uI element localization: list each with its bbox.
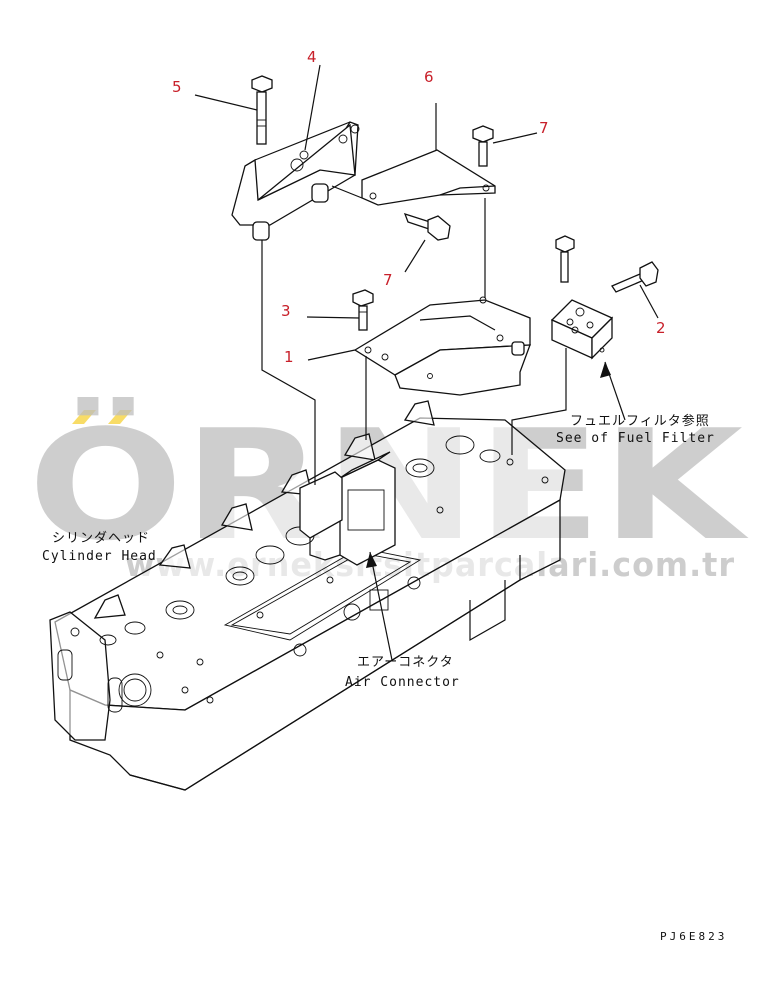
air-connector-label-en: Air Connector — [345, 675, 460, 690]
callout-4: 4 — [307, 48, 317, 66]
bolt-part-7-upper — [472, 125, 494, 167]
callout-7-lower: 7 — [383, 271, 393, 289]
callout-6: 6 — [424, 68, 434, 86]
bracket-part-1 — [353, 296, 531, 396]
watermark-accent-right — [108, 410, 132, 424]
callouts: 5 4 6 7 7 3 1 2 — [172, 48, 666, 366]
fuel-filter-label-jp: フュエルフィルタ参照 — [570, 413, 710, 429]
fuel-filter-label-en: See of Fuel Filter — [556, 431, 715, 446]
callout-7-upper: 7 — [539, 119, 549, 137]
air-connector — [299, 451, 396, 566]
cylinder-head-label-en: Cylinder Head — [42, 549, 157, 564]
watermark-accent-left — [72, 410, 96, 424]
callout-5: 5 — [172, 78, 182, 96]
bolt-part-2 — [611, 261, 659, 293]
callout-2: 2 — [656, 319, 666, 337]
bracket-part-6 — [361, 149, 496, 206]
cylinder-head — [49, 400, 566, 791]
bracket-part-4 — [231, 121, 360, 241]
bolt-part-7-lower — [403, 212, 451, 241]
air-connector-label-jp: エアーコネクタ — [357, 655, 454, 670]
cylinder-head-label-jp: シリンダヘッド — [52, 531, 150, 546]
assembly-lines — [194, 64, 659, 661]
fuel-filter-block — [550, 299, 614, 360]
callout-3: 3 — [281, 302, 291, 320]
drawing-code: PJ6E823 — [660, 930, 727, 943]
bolt-fuel-filter-vertical — [555, 235, 575, 283]
bolt-part-3 — [352, 289, 374, 331]
callout-1: 1 — [284, 348, 294, 366]
bolt-part-5 — [251, 75, 273, 145]
notes: フュエルフィルタ参照 See of Fuel Filter シリンダヘッド Cy… — [42, 413, 727, 943]
